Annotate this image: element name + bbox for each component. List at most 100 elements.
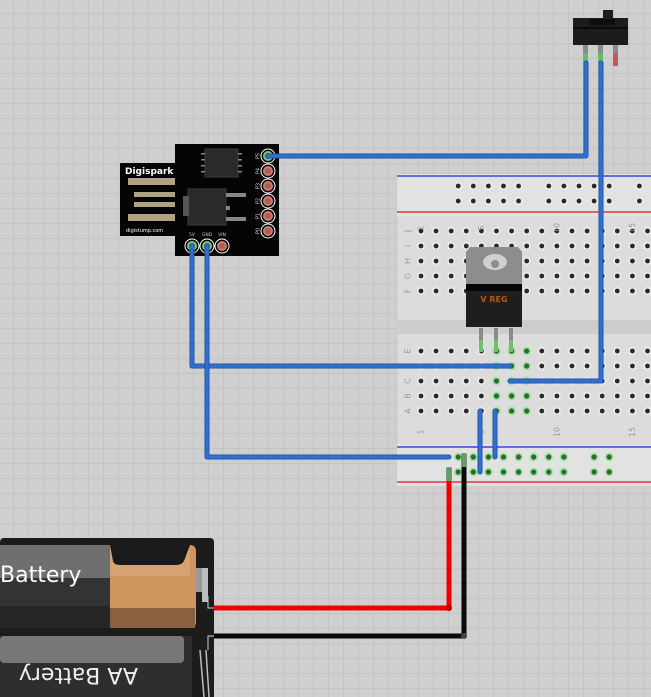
breadboard-hole[interactable] xyxy=(583,392,592,400)
breadboard-hole[interactable] xyxy=(454,197,463,205)
breadboard-hole[interactable] xyxy=(552,227,561,235)
breadboard-hole[interactable] xyxy=(544,452,553,462)
breadboard-hole[interactable] xyxy=(605,467,614,477)
breadboard-hole[interactable] xyxy=(492,376,501,386)
breadboard-hole[interactable] xyxy=(589,467,599,477)
breadboard-hole[interactable] xyxy=(454,467,463,477)
breadboard-hole[interactable] xyxy=(537,257,546,265)
wire-gnd-to-rail[interactable] xyxy=(205,244,451,459)
breadboard-hole[interactable] xyxy=(537,242,546,250)
breadboard-hole[interactable] xyxy=(559,197,568,205)
breadboard-hole[interactable] xyxy=(529,467,538,477)
breadboard-hole[interactable] xyxy=(583,257,592,265)
breadboard-hole[interactable] xyxy=(583,227,592,235)
breadboard-hole[interactable] xyxy=(522,406,531,416)
breadboard-hole[interactable] xyxy=(628,362,637,370)
breadboard-hole[interactable] xyxy=(613,257,622,265)
breadboard-hole[interactable] xyxy=(447,407,456,415)
breadboard-hole[interactable] xyxy=(499,452,508,462)
digispark-pin-p3[interactable]: P3 xyxy=(256,178,276,194)
breadboard-hole[interactable] xyxy=(469,452,478,462)
breadboard-hole[interactable] xyxy=(447,242,456,250)
breadboard-hole[interactable] xyxy=(454,452,463,462)
breadboard-hole[interactable] xyxy=(598,407,607,415)
breadboard-hole[interactable] xyxy=(484,197,493,205)
breadboard-hole[interactable] xyxy=(605,182,614,190)
breadboard-hole[interactable] xyxy=(522,361,531,371)
breadboard-hole[interactable] xyxy=(469,197,478,205)
breadboard-hole[interactable] xyxy=(454,182,463,190)
breadboard-hole[interactable] xyxy=(432,407,441,415)
battery-pack[interactable]: Battery AA Battery xyxy=(0,538,214,697)
breadboard-hole[interactable] xyxy=(552,362,561,370)
breadboard-hole[interactable] xyxy=(537,362,546,370)
breadboard-hole[interactable] xyxy=(447,272,456,280)
breadboard-hole[interactable] xyxy=(628,407,637,415)
wires[interactable] xyxy=(189,60,604,475)
breadboard-hole[interactable] xyxy=(643,392,651,400)
breadboard-hole[interactable] xyxy=(462,377,471,385)
breadboard-hole[interactable] xyxy=(417,287,425,295)
breadboard-hole[interactable] xyxy=(552,272,561,280)
breadboard-hole[interactable] xyxy=(552,242,561,250)
breadboard-hole[interactable] xyxy=(514,197,523,205)
breadboard-hole[interactable] xyxy=(568,287,576,295)
breadboard-hole[interactable] xyxy=(417,407,425,415)
breadboard-hole[interactable] xyxy=(552,407,561,415)
breadboard-hole[interactable] xyxy=(613,287,622,295)
breadboard-hole[interactable] xyxy=(432,272,441,280)
breadboard-hole[interactable] xyxy=(589,452,599,462)
breadboard-hole[interactable] xyxy=(568,407,576,415)
breadboard-hole[interactable] xyxy=(447,347,456,355)
breadboard-hole[interactable] xyxy=(568,242,576,250)
voltage-regulator[interactable]: V REG xyxy=(466,247,522,352)
breadboard-hole[interactable] xyxy=(643,377,651,385)
breadboard-hole[interactable] xyxy=(522,346,531,356)
breadboard-hole[interactable] xyxy=(643,227,651,235)
digispark-pin-p1[interactable]: P1 xyxy=(256,208,276,224)
breadboard-hole[interactable] xyxy=(568,257,576,265)
breadboard-hole[interactable] xyxy=(432,347,441,355)
breadboard-hole[interactable] xyxy=(598,392,607,400)
breadboard-hole[interactable] xyxy=(613,347,622,355)
breadboard-hole[interactable] xyxy=(628,272,637,280)
breadboard-hole[interactable] xyxy=(432,242,441,250)
breadboard-hole[interactable] xyxy=(499,182,508,190)
breadboard-hole[interactable] xyxy=(643,257,651,265)
breadboard-hole[interactable] xyxy=(484,452,493,462)
breadboard-hole[interactable] xyxy=(568,272,576,280)
breadboard-hole[interactable] xyxy=(643,347,651,355)
breadboard-hole[interactable] xyxy=(537,392,546,400)
breadboard-hole[interactable] xyxy=(477,227,486,235)
breadboard-hole[interactable] xyxy=(583,242,592,250)
breadboard-hole[interactable] xyxy=(499,197,508,205)
breadboard-hole[interactable] xyxy=(484,467,493,477)
breadboard-hole[interactable] xyxy=(417,377,425,385)
breadboard-hole[interactable] xyxy=(507,391,516,401)
breadboard-hole[interactable] xyxy=(635,182,644,190)
breadboard-hole[interactable] xyxy=(568,227,576,235)
breadboard-hole[interactable] xyxy=(484,182,493,190)
breadboard-hole[interactable] xyxy=(432,392,441,400)
breadboard-hole[interactable] xyxy=(537,272,546,280)
breadboard-hole[interactable] xyxy=(628,392,637,400)
breadboard-hole[interactable] xyxy=(522,391,531,401)
breadboard-hole[interactable] xyxy=(447,257,456,265)
breadboard-hole[interactable] xyxy=(522,272,531,280)
breadboard-hole[interactable] xyxy=(469,182,478,190)
breadboard-hole[interactable] xyxy=(544,182,553,190)
breadboard-hole[interactable] xyxy=(447,377,456,385)
breadboard-hole[interactable] xyxy=(628,347,637,355)
breadboard-hole[interactable] xyxy=(492,391,501,401)
power-wires[interactable] xyxy=(213,453,467,639)
breadboard-hole[interactable] xyxy=(568,362,576,370)
breadboard-hole[interactable] xyxy=(613,392,622,400)
breadboard-hole[interactable] xyxy=(613,377,622,385)
breadboard-hole[interactable] xyxy=(575,197,583,205)
breadboard-hole[interactable] xyxy=(417,347,425,355)
breadboard-hole[interactable] xyxy=(613,242,622,250)
breadboard-hole[interactable] xyxy=(522,242,531,250)
breadboard-hole[interactable] xyxy=(613,407,622,415)
breadboard-hole[interactable] xyxy=(537,347,546,355)
breadboard-hole[interactable] xyxy=(462,347,471,355)
